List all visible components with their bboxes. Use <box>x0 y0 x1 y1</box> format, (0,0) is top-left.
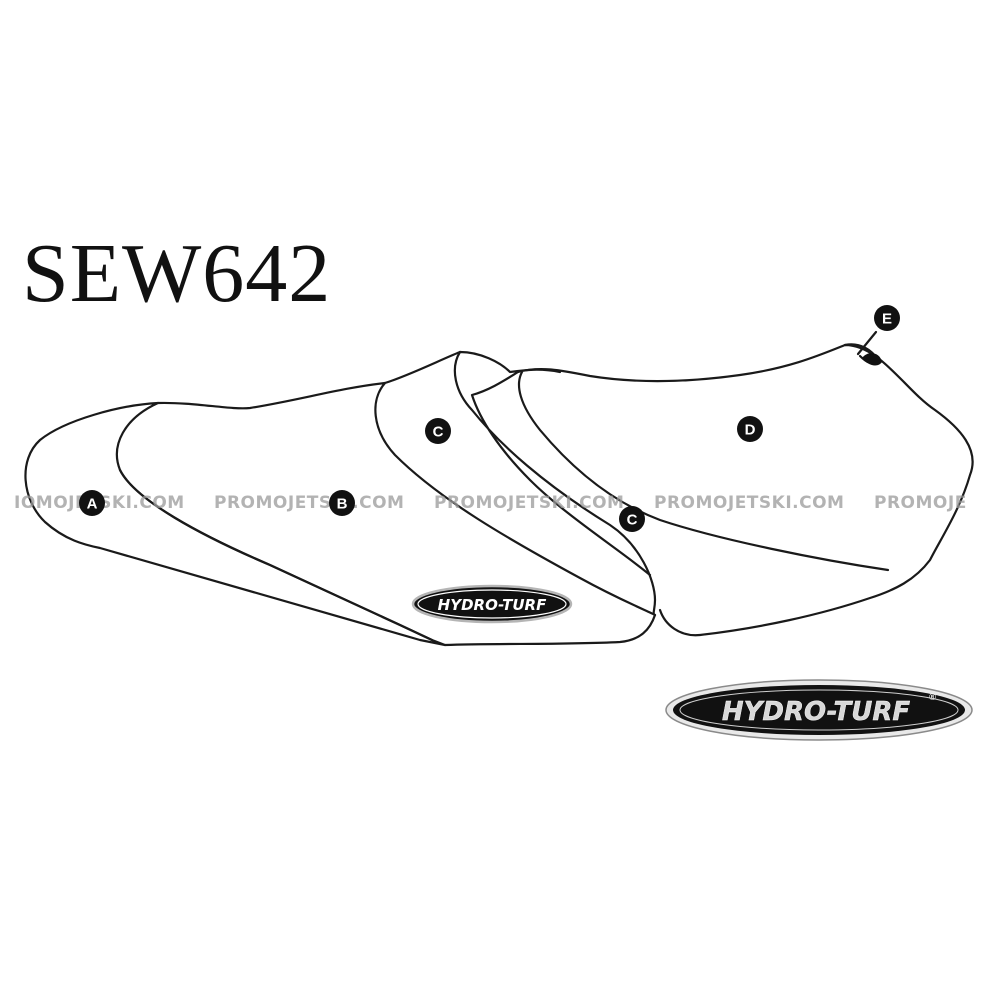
front-section-outline <box>516 343 974 637</box>
callout-label: E <box>882 311 892 328</box>
callout-label: C <box>627 512 638 529</box>
callout-c-step: C <box>425 418 451 444</box>
logo-brand-text: HYDRO-TURF <box>438 596 547 614</box>
brand-logo-large: HYDRO-TURF ® <box>665 679 973 741</box>
callout-d: D <box>737 416 763 442</box>
callout-label: C <box>433 424 444 441</box>
watermark-text: PROMOJETSKI.COM <box>434 493 624 513</box>
watermark-text: PROMOJETSKI.COM <box>654 493 844 513</box>
nose-piece-fill <box>862 353 882 366</box>
callout-label: D <box>745 422 756 439</box>
callout-label: A <box>87 496 98 513</box>
logo-brand-text: HYDRO-TURF <box>722 697 911 727</box>
middle-section-outline <box>118 350 657 647</box>
watermark-strip: IOMOJETSKI.COM PROMOJETSKI.COM PROMOJETS… <box>14 493 967 513</box>
step-section-outline <box>453 350 657 617</box>
rear-section-outline <box>24 401 447 647</box>
seat-logo-small: HYDRO-TURF <box>411 584 573 624</box>
watermark-text: PROMOJETSKI.COM <box>214 493 404 513</box>
watermark-text: PROMOJE <box>874 493 967 513</box>
registered-mark: ® <box>928 693 937 703</box>
callout-b: B <box>329 490 355 516</box>
callout-label: B <box>337 496 348 513</box>
callout-a: A <box>79 490 105 516</box>
product-code-title: SEW642 <box>22 227 332 320</box>
callout-e-leader <box>856 330 878 356</box>
callout-e: E <box>874 305 900 331</box>
callout-c-side: C <box>619 506 645 532</box>
